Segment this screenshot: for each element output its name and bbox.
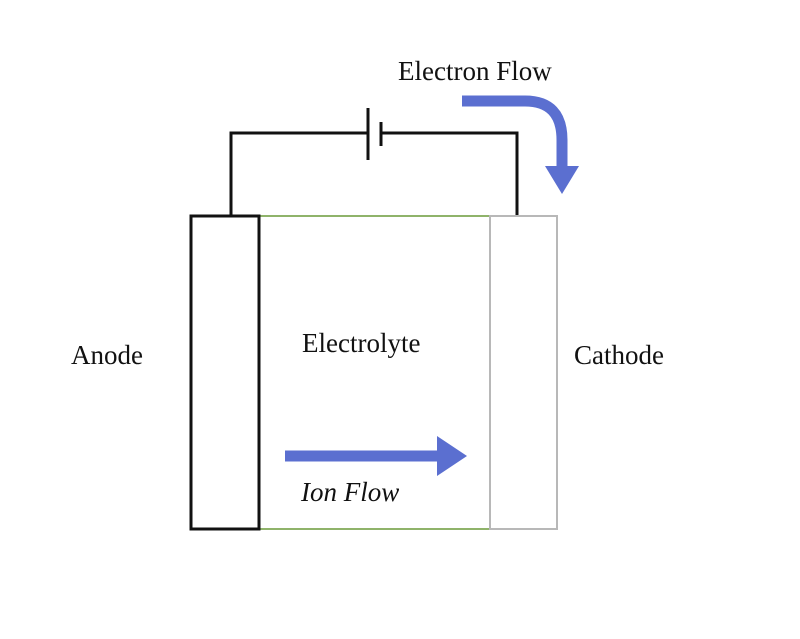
electron-flow-label: Electron Flow (398, 56, 552, 86)
ion-flow-label: Ion Flow (300, 477, 399, 507)
circuit-wire-right (381, 131, 519, 215)
electrolyte-label: Electrolyte (302, 328, 420, 358)
external-circuit (229, 108, 519, 215)
curved-arrow-down-icon (462, 95, 579, 194)
circuit-wire-left (229, 131, 368, 215)
anode-plate (189, 214, 261, 531)
arrow-right-icon (285, 436, 467, 476)
cathode-label: Cathode (574, 340, 664, 370)
battery-symbol-icon (366, 108, 383, 160)
anode-label: Anode (71, 340, 143, 370)
cathode-plate (489, 215, 558, 530)
